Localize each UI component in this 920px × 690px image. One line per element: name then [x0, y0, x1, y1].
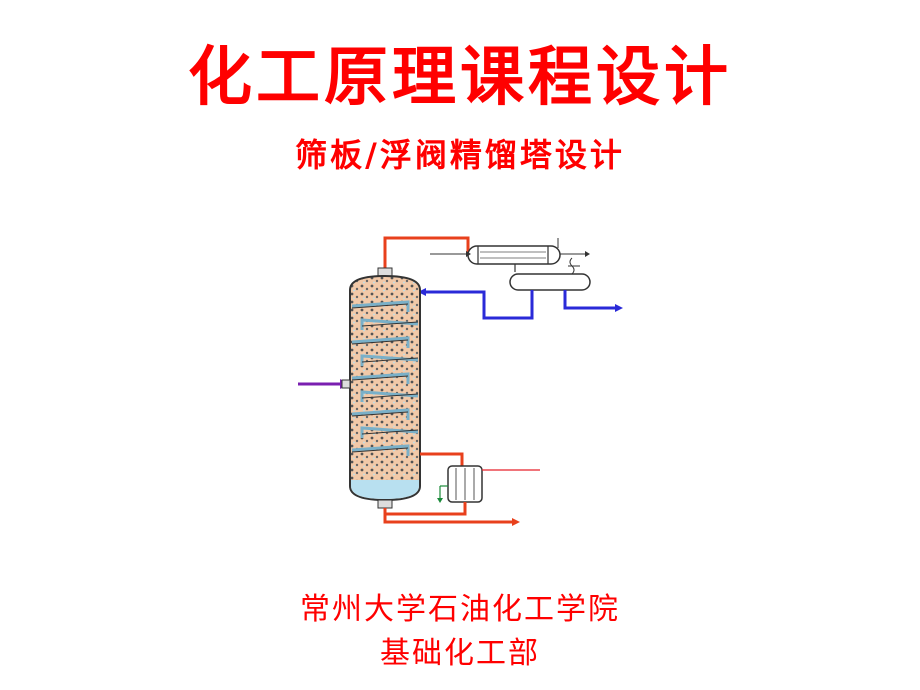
reflux-drum: [509, 257, 591, 291]
overhead-vapor-line: [383, 236, 470, 272]
feed-line: [298, 379, 351, 389]
condenser: [430, 238, 590, 272]
institution-name: 常州大学石油化工学院: [300, 592, 620, 627]
distillation-column-diagram: [298, 236, 623, 526]
reflux-line: [426, 290, 615, 320]
slide-title: 化工原理课程设计: [188, 41, 732, 115]
department-name: 基础化工部: [380, 636, 540, 671]
slide-subtitle: 筛板/浮阀精馏塔设计: [295, 136, 625, 174]
column-shell: [349, 267, 421, 509]
reboiler: [420, 452, 540, 503]
bottoms-line: [383, 502, 512, 524]
